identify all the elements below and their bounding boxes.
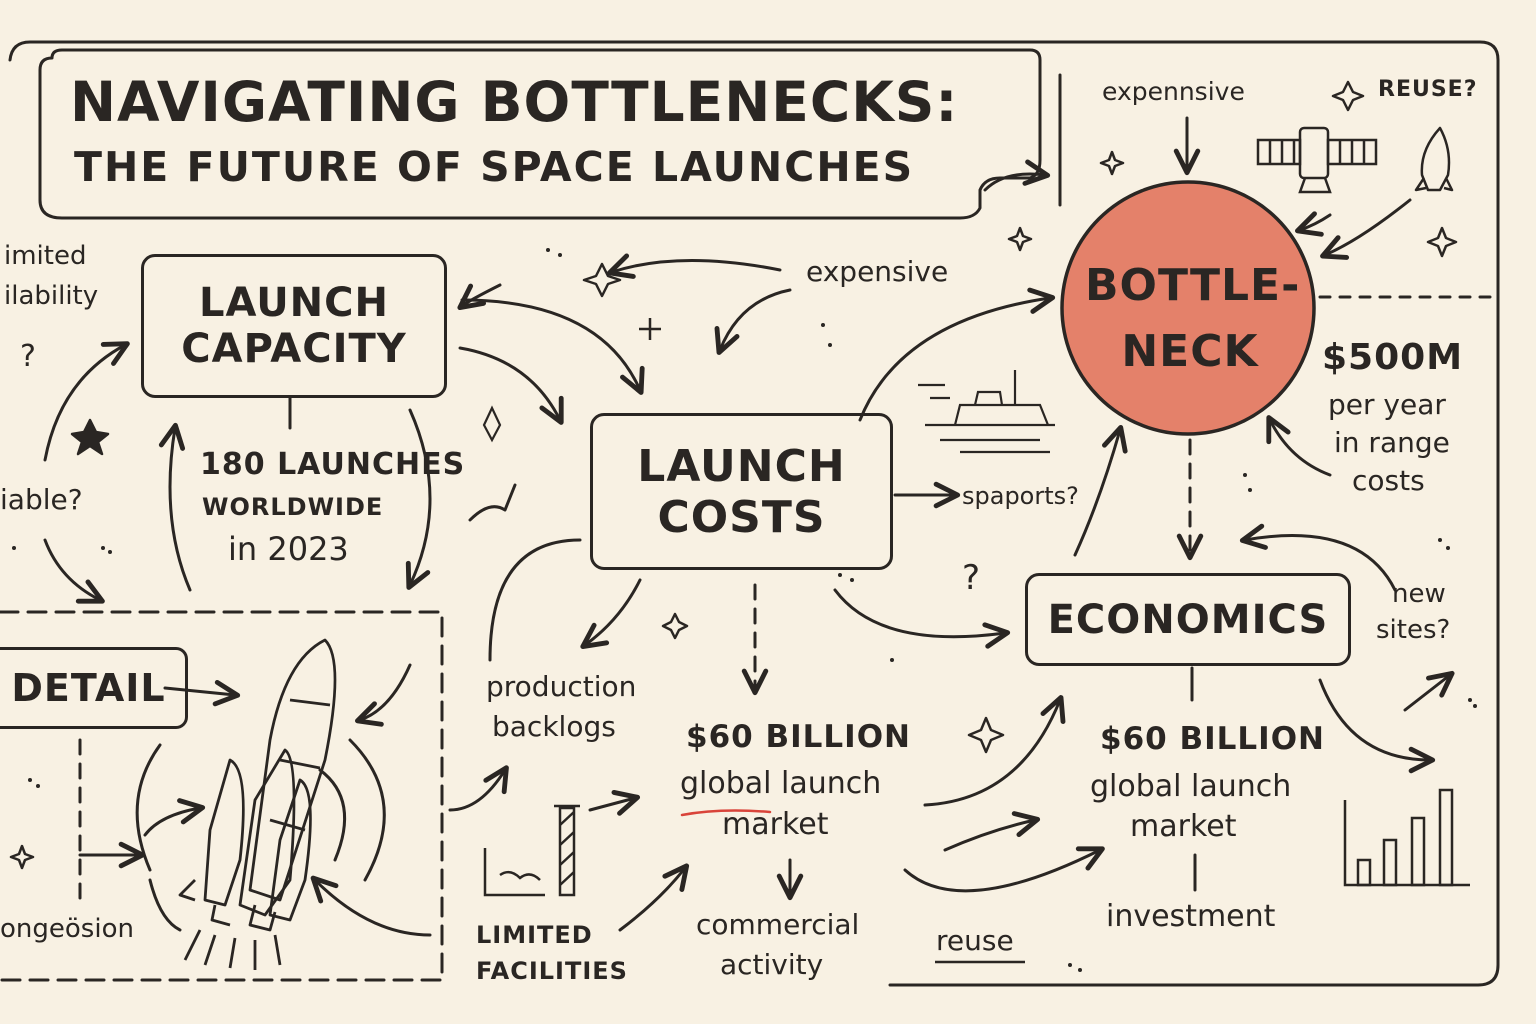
- reuse-question-top: REUSE?: [1378, 77, 1478, 102]
- range-cost-line-2: in range: [1334, 426, 1450, 459]
- bar-chart-icon: [1343, 788, 1470, 887]
- bar-chart-icon: [483, 804, 580, 897]
- limited-availability-line-2: ilability: [4, 281, 99, 311]
- commercial-line-2: activity: [720, 948, 824, 981]
- economics-label: ECONOMICS: [1047, 596, 1329, 643]
- launch-capacity-line-2: CAPACITY: [181, 326, 407, 372]
- rocket-icon: [482, 405, 502, 443]
- bottleneck-label-1[interactable]: BOTTLE-: [1085, 260, 1301, 311]
- commercial-line-1: commercial: [696, 908, 860, 941]
- market-left-line-1: global launch: [680, 766, 882, 801]
- bottleneck-circle: [1060, 180, 1316, 436]
- ship-icon: [918, 370, 1055, 454]
- economics-node[interactable]: ECONOMICS: [1025, 573, 1351, 666]
- launch-costs-line-1: LAUNCH: [637, 440, 846, 492]
- sparkle-icon: [9, 80, 1458, 870]
- launches-year: in 2023: [228, 530, 349, 568]
- outer-frame: [8, 40, 1500, 987]
- launch-costs-node[interactable]: LAUNCH COSTS: [590, 413, 893, 570]
- market-left-line-2: market: [722, 807, 829, 842]
- market-right-amount: $60 BILLION: [1100, 721, 1326, 757]
- production-line-2: backlogs: [492, 710, 616, 743]
- launch-capacity-line-1: LAUNCH: [198, 280, 389, 326]
- new-sites-line-2: sites?: [1376, 615, 1451, 645]
- production-line-1: production: [486, 670, 637, 703]
- detail-region: [0, 610, 444, 982]
- market-right-line-2: market: [1130, 809, 1237, 844]
- decorative-dots: [12, 248, 1477, 972]
- question-mark-mid: ?: [962, 558, 981, 598]
- expensive-mid: expensive: [806, 255, 949, 288]
- launch-costs-line-2: COSTS: [657, 491, 826, 543]
- limited-facilities-line-2: FACILITIES: [476, 957, 628, 985]
- launch-tower-icon: [178, 638, 337, 970]
- title-line-2: THE FUTURE OF SPACE LAUNCHES: [74, 143, 915, 191]
- detail-label: DETAIL: [11, 666, 166, 710]
- bottleneck-label-2[interactable]: NECK: [1121, 326, 1259, 377]
- detail-node[interactable]: DETAIL: [0, 647, 188, 729]
- reuse-bottom: reuse: [936, 924, 1014, 957]
- launches-count: 180 LAUNCHES: [200, 447, 466, 482]
- range-cost-line-1: per year: [1328, 388, 1446, 421]
- red-underline: [680, 809, 772, 817]
- satellite-icon: [1256, 126, 1378, 194]
- market-right-line-1: global launch: [1090, 769, 1292, 804]
- congestion-label: ongeösion: [0, 914, 134, 944]
- market-left-amount: $60 BILLION: [686, 719, 912, 755]
- spaports-question: spaports?: [962, 482, 1079, 510]
- reliable-question: iable?: [0, 483, 83, 516]
- title-line-1: NAVIGATING BOTTLENECKS:: [70, 70, 959, 134]
- limited-availability-line-1: imited: [4, 241, 87, 271]
- question-mark-left: ?: [20, 339, 36, 374]
- investment-label: investment: [1106, 899, 1276, 934]
- new-sites-line-1: new: [1392, 579, 1446, 609]
- launches-where: WORLDWIDE: [202, 493, 384, 521]
- limited-facilities-line-1: LIMITED: [476, 921, 593, 949]
- rocket-icon: [1414, 126, 1454, 192]
- launch-capacity-node[interactable]: LAUNCH CAPACITY: [141, 254, 447, 398]
- expensive-top: expennsive: [1102, 77, 1245, 106]
- range-cost-line-3: costs: [1352, 464, 1425, 497]
- range-cost-amount: $500M: [1322, 337, 1464, 378]
